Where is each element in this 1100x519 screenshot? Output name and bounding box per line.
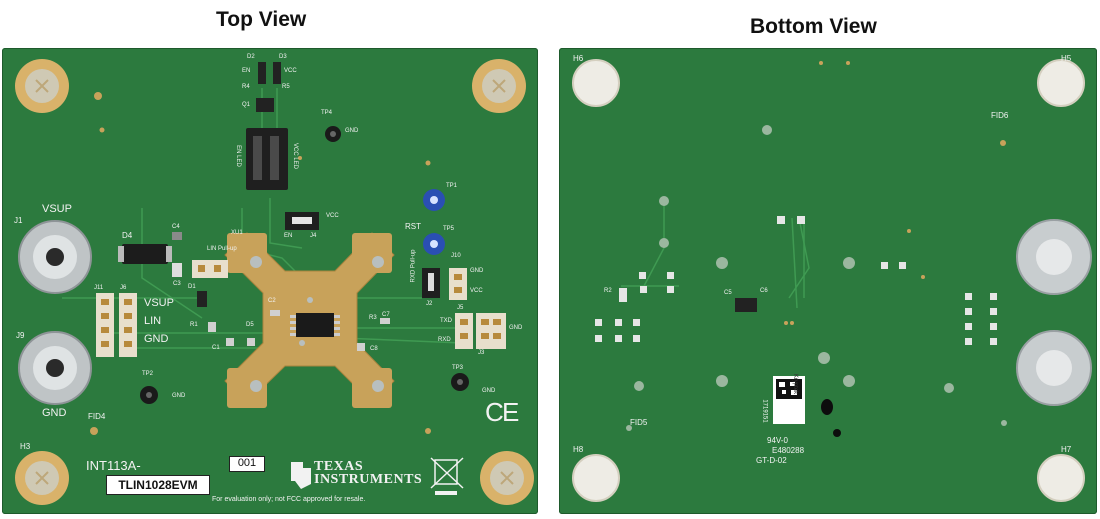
silk-j1: J1 [14, 216, 23, 225]
silk-j3-gnd: GND [509, 325, 523, 331]
silk-j4-vcc: VCC [326, 213, 339, 219]
silk-lin-pullup: LIN Pull-up [207, 246, 237, 252]
silk-d3: D3 [279, 54, 287, 60]
mark-94v0: 94V-0 [767, 436, 788, 445]
silk-rxd: RXD [438, 337, 451, 343]
silk-j10-vcc: VCC [470, 288, 483, 294]
silk-fid6: FID6 [991, 111, 1009, 120]
silk-c6: C6 [760, 288, 768, 294]
brand-line1: TEXAS [314, 459, 364, 474]
bottom-view-heading: Bottom View [750, 15, 877, 38]
silk-d2: D2 [247, 54, 255, 60]
silk-j9: J9 [16, 331, 25, 340]
silk-gnd-bnc: GND [42, 407, 67, 419]
silk-j4-en: EN [284, 233, 293, 239]
svg-text:E: E [502, 397, 519, 427]
silk-j5: J5 [457, 305, 464, 311]
silk-c2: C2 [268, 298, 276, 304]
silk-h3: H3 [20, 442, 31, 451]
silk-vsup-top: VSUP [42, 203, 72, 215]
silk-d1: D1 [188, 284, 196, 290]
silk-txd: TXD [440, 318, 452, 324]
silk-en-led: EN LED [234, 145, 241, 167]
disclaimer: For evaluation only; not FCC approved fo… [212, 496, 366, 503]
silk-vsup-header: VSUP [144, 297, 174, 309]
label-brand: Kryptek [792, 373, 799, 395]
silk-c7: C7 [382, 312, 390, 318]
silk-q1: Q1 [242, 102, 251, 108]
silk-r2: R2 [604, 288, 612, 294]
silk-c4: C4 [172, 224, 180, 230]
silk-tp3-gnd: GND [482, 388, 496, 394]
silk-r4: R4 [242, 84, 250, 90]
qr-label [773, 376, 805, 424]
qr-code-icon [776, 379, 802, 399]
silk-r3: R3 [369, 315, 377, 321]
silk-tp1: TP1 [446, 183, 458, 189]
silk-j4: J4 [310, 233, 317, 239]
top-view-heading: Top View [216, 8, 307, 31]
silk-tp2-gnd: GND [172, 393, 186, 399]
silk-h6: H6 [573, 54, 584, 63]
silk-d4: D4 [122, 231, 133, 240]
label-date: 1719151 [761, 399, 768, 423]
silk-j6: J6 [120, 285, 127, 291]
silk-lin: LIN [144, 315, 162, 327]
svg-text:C: C [485, 397, 504, 427]
silk-vcc-led: VCC LED [292, 142, 299, 170]
top-view-board: C E D2 D3 EN VCC R4 R5 Q1 TP4 GND EN LED… [2, 48, 538, 514]
silk-h5: H5 [1061, 54, 1072, 63]
silk-r5: R5 [282, 84, 290, 90]
mark-e480288: E480288 [772, 446, 805, 455]
silk-j3: J3 [478, 350, 485, 356]
texas-instruments-logo: TEXAS INSTRUMENTS [314, 459, 422, 488]
silk-tp4: TP4 [321, 110, 333, 116]
brand-line2: INSTRUMENTS [314, 472, 423, 487]
silk-c3: C3 [173, 281, 181, 287]
silk-tp2: TP2 [142, 371, 154, 377]
silk-c5: C5 [724, 290, 732, 296]
mark-gtd02: GT-D-02 [756, 456, 787, 465]
silk-c1: C1 [212, 345, 220, 351]
silk-j10: J10 [451, 253, 461, 259]
silk-j2: J2 [426, 301, 433, 307]
silk-vcc-led-label: VCC [284, 68, 297, 74]
product-label: TLIN1028EVM [106, 475, 210, 495]
silk-en-led-label: EN [242, 68, 251, 74]
silk-d5: D5 [246, 322, 254, 328]
serial-label: 001 [229, 456, 265, 472]
silk-gnd-header: GND [144, 333, 169, 345]
label-code: 1575743 [775, 399, 782, 423]
silk-tp3: TP3 [452, 365, 464, 371]
silk-fid4: FID4 [88, 412, 106, 421]
silk-fid5: FID5 [630, 418, 648, 427]
bottom-board-artwork [572, 59, 1092, 502]
silk-h8: H8 [573, 445, 584, 454]
board-id: INT113A- [86, 458, 141, 473]
silk-rxd-pullup: RXD Pull-up [410, 249, 417, 283]
silk-j11: J11 [94, 285, 104, 291]
silk-c8: C8 [370, 346, 378, 352]
silk-rst: RST [405, 222, 421, 231]
silk-tp4-gnd: GND [345, 128, 359, 134]
bottom-view-board: H6 H5 FID6 R2 C5 C6 FID5 H8 H7 1575743 1… [559, 48, 1097, 514]
silk-r1: R1 [190, 322, 198, 328]
silk-xu1: XU1 [231, 230, 243, 236]
silk-tp5: TP5 [443, 226, 455, 232]
top-board-artwork: C E [15, 59, 534, 505]
silk-j10-gnd: GND [470, 268, 484, 274]
silk-h7: H7 [1061, 445, 1072, 454]
